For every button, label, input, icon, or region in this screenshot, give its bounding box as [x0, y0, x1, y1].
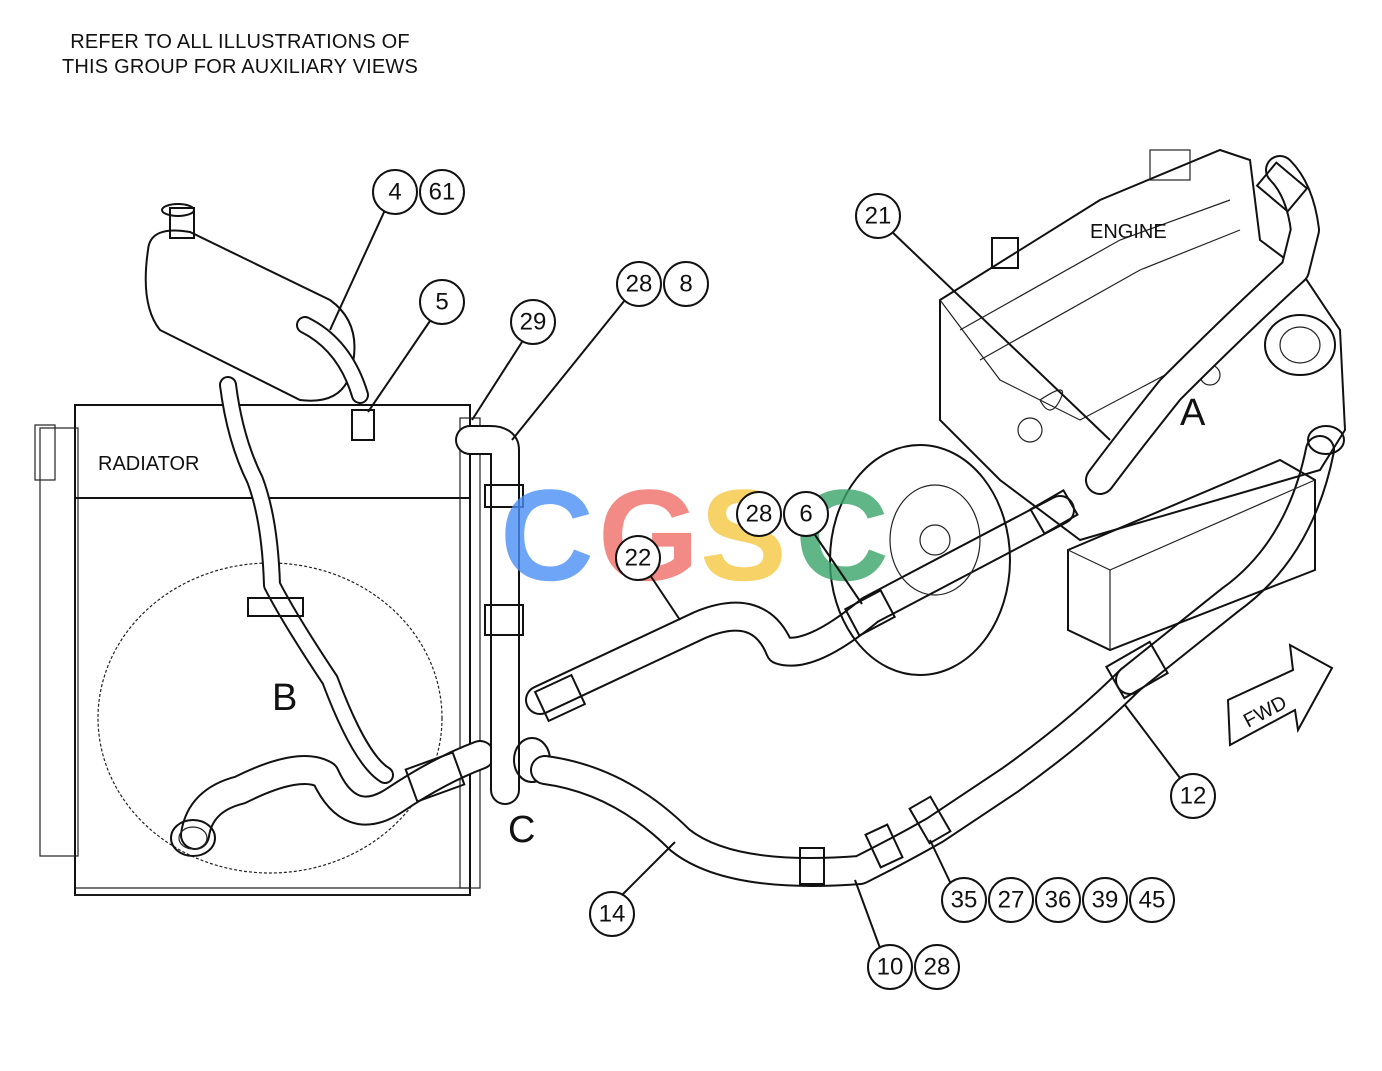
svg-text:14: 14 — [599, 901, 626, 928]
callout-22: 22 — [615, 535, 661, 581]
callout-36: 36 — [1035, 877, 1081, 923]
refer-note-line-2: THIS GROUP FOR AUXILIARY VIEWS — [61, 56, 419, 78]
callout-12: 12 — [1170, 773, 1216, 819]
callout-61: 61 — [419, 169, 465, 215]
callout-8: 8 — [663, 261, 709, 307]
svg-text:28: 28 — [746, 501, 773, 528]
watermark: C G S C — [500, 462, 889, 608]
engine-label: ENGINE — [1090, 221, 1167, 243]
svg-text:36: 36 — [1045, 887, 1072, 914]
svg-text:27: 27 — [998, 887, 1025, 914]
callout-14: 14 — [589, 891, 635, 937]
callout-27: 27 — [988, 877, 1034, 923]
overflow-hose — [219, 376, 394, 784]
svg-text:6: 6 — [799, 501, 812, 528]
svg-text:61: 61 — [429, 179, 456, 206]
watermark-letter-1: C — [500, 462, 594, 608]
view-c-label: C — [508, 809, 535, 851]
callout-35: 35 — [941, 877, 987, 923]
refer-note: REFER TO ALL ILLUSTRATIONS OF THIS GROUP… — [30, 30, 450, 80]
engine: ENGINE A — [829, 148, 1347, 676]
hose-12 — [1104, 425, 1345, 700]
svg-text:29: 29 — [520, 309, 547, 336]
callout-28-top: 28 — [616, 261, 662, 307]
hose-14 — [530, 665, 1145, 887]
svg-text:28: 28 — [924, 954, 951, 981]
view-a-label: A — [1180, 392, 1206, 434]
svg-text:28: 28 — [626, 271, 653, 298]
svg-text:4: 4 — [388, 179, 401, 206]
svg-text:12: 12 — [1180, 783, 1207, 810]
svg-text:22: 22 — [625, 545, 652, 572]
lower-hose — [170, 740, 495, 857]
svg-text:8: 8 — [679, 271, 692, 298]
view-b-label: B — [272, 677, 297, 719]
callout-21: 21 — [855, 193, 901, 239]
leader-lines — [329, 209, 1181, 949]
svg-text:35: 35 — [951, 887, 978, 914]
callout-6: 6 — [783, 491, 829, 537]
callout-5: 5 — [419, 279, 465, 325]
callout-28-mid: 28 — [736, 491, 782, 537]
watermark-letter-2: G — [598, 462, 699, 608]
svg-text:10: 10 — [877, 954, 904, 981]
callout-4: 4 — [372, 169, 418, 215]
svg-text:39: 39 — [1092, 887, 1119, 914]
callouts: 4 61 5 29 28 8 21 28 6 22 12 14 35 27 36… — [372, 169, 1216, 990]
svg-text:21: 21 — [865, 203, 892, 230]
hose-22 — [525, 489, 1079, 723]
callout-10: 10 — [867, 944, 913, 990]
callout-45: 45 — [1129, 877, 1175, 923]
radiator: RADIATOR B — [34, 404, 481, 896]
watermark-letter-3: S — [700, 462, 787, 608]
fwd-arrow: FWD — [1226, 643, 1334, 747]
svg-text:5: 5 — [435, 289, 448, 316]
radiator-label: RADIATOR — [98, 453, 200, 475]
callout-39: 39 — [1082, 877, 1128, 923]
callout-29: 29 — [510, 299, 556, 345]
svg-text:45: 45 — [1139, 887, 1166, 914]
callout-28-bot: 28 — [914, 944, 960, 990]
expansion-tank — [144, 203, 375, 441]
refer-note-line-1: REFER TO ALL ILLUSTRATIONS OF — [70, 31, 410, 53]
